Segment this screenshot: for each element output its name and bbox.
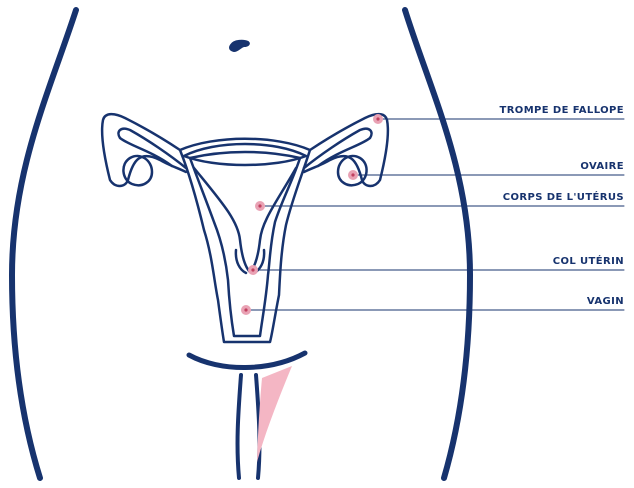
- body-left-contour: [12, 10, 76, 478]
- marker-uterus-body: [255, 201, 265, 211]
- label-ovary: OVAIRE: [580, 161, 624, 172]
- marker-cervix: [248, 265, 258, 275]
- marker-fallopian-tube: [373, 114, 383, 124]
- label-fallopian-tube: TROMPE DE FALLOPE: [499, 105, 624, 116]
- vulva-highlight: [257, 366, 292, 462]
- marker-vagina: [241, 305, 251, 315]
- pubic-line: [189, 353, 305, 368]
- body-right-contour: [405, 10, 470, 478]
- thigh-line-left: [238, 375, 241, 478]
- label-uterus-body: CORPS DE L'UTÉRUS: [503, 190, 624, 203]
- label-cervix: COL UTÉRIN: [553, 254, 624, 267]
- label-vagina: VAGIN: [587, 296, 624, 307]
- navel-mark: [230, 41, 249, 51]
- marker-ovary: [348, 170, 358, 180]
